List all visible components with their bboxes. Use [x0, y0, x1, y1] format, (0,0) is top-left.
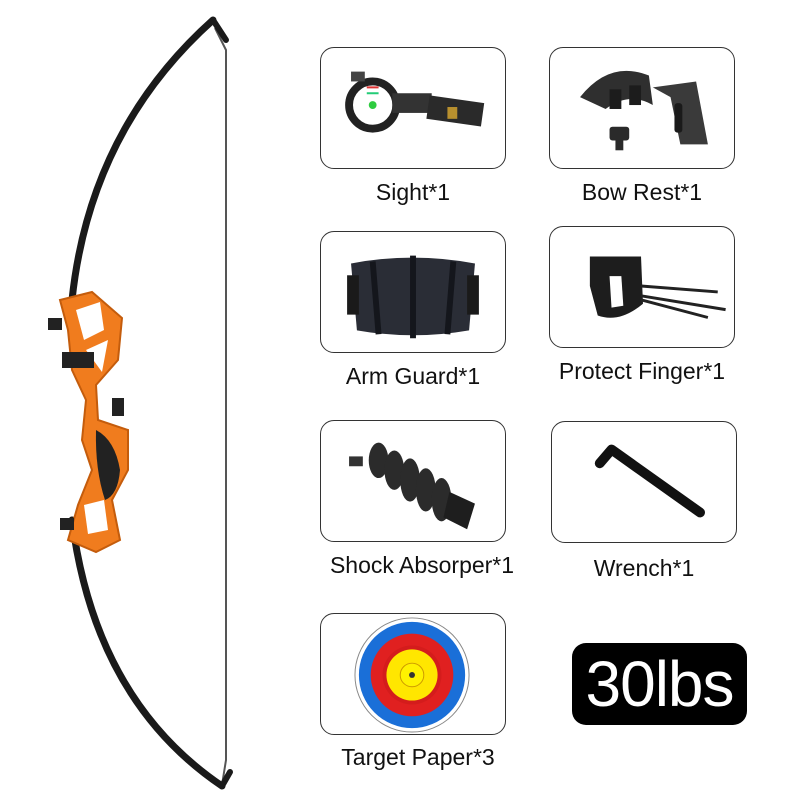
item-label-target-paper: Target Paper*3	[341, 744, 495, 770]
target-icon	[354, 617, 470, 733]
item-label-bow-rest: Bow Rest*1	[581, 179, 703, 205]
wrench-icon	[594, 444, 705, 518]
bow-rest-card	[549, 47, 735, 169]
target-paper-card	[320, 613, 506, 735]
wrench-card	[551, 421, 737, 543]
item-label-shock-absorber: Shock Absorper*1	[329, 552, 515, 578]
arm-guard-icon	[347, 255, 479, 339]
finger-protector-icon	[589, 256, 726, 319]
draw-weight-badge: 30lbs	[572, 643, 747, 725]
recurve-bow-image	[48, 16, 233, 790]
sight-card	[320, 47, 506, 169]
item-label-protect-finger: Protect Finger*1	[558, 358, 726, 384]
item-label-arm-guard: Arm Guard*1	[345, 363, 481, 389]
shock-absorber-card	[320, 420, 506, 542]
bow-rest-icon	[580, 70, 708, 151]
sight-icon	[345, 71, 485, 133]
shock-absorber-icon	[349, 442, 475, 530]
item-label-sight: Sight*1	[375, 179, 451, 205]
item-label-wrench: Wrench*1	[593, 555, 695, 581]
finger-protector-card	[549, 226, 735, 348]
arm-guard-card	[320, 231, 506, 353]
